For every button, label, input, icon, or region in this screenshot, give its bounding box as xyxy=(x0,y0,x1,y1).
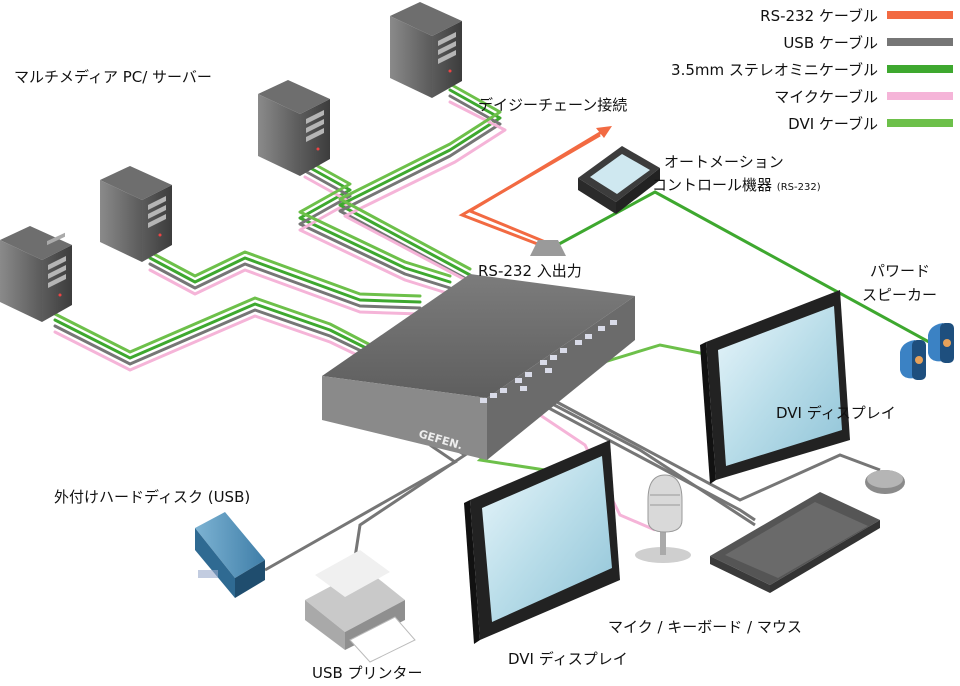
cable-pc3-dvi xyxy=(298,157,452,278)
cable-pc2-green xyxy=(148,256,422,304)
label-speaker-line1: パワード xyxy=(870,262,931,280)
mouse xyxy=(865,470,905,494)
cable-pc1-mic xyxy=(53,314,382,372)
label-automation: コントロール機器 (RS-232) xyxy=(652,176,821,197)
cable-pc2-mic xyxy=(148,268,422,316)
label-daisy-chain: デイジーチェーン接続 xyxy=(478,96,628,114)
cable-usb-kb xyxy=(514,388,756,522)
legend-item-stereo: 3.5mm ステレオミニケーブル xyxy=(640,56,960,82)
legend-label: 3.5mm ステレオミニケーブル xyxy=(671,61,878,79)
legend-item-usb: USB ケーブル xyxy=(640,29,960,55)
microphone xyxy=(635,474,691,563)
cable-automation xyxy=(547,190,941,350)
rs232-cables xyxy=(458,126,612,250)
usb-printer xyxy=(305,550,416,663)
label-rs232-io: RS-232 入出力 xyxy=(478,262,582,280)
cable-pc4-green xyxy=(338,88,502,277)
legend-swatch-mic xyxy=(887,92,953,100)
legend-label: マイクケーブル xyxy=(774,88,878,106)
cable-rs232-b xyxy=(466,128,606,248)
label-speaker-line2: スピーカー xyxy=(862,286,938,304)
pc-tower-2 xyxy=(100,166,172,262)
legend-item-rs232: RS-232 ケーブル xyxy=(640,2,960,28)
legend-item-dvi: DVI ケーブル xyxy=(640,110,960,136)
cable-pc4-dvi xyxy=(338,82,502,271)
label-pc-server: マルチメディア PC/ サーバー xyxy=(14,68,212,86)
cable-pc3-usb xyxy=(298,169,452,290)
cable-pc2-usb xyxy=(148,262,422,310)
cable-usb-hdd xyxy=(264,443,458,572)
legend-swatch-usb xyxy=(887,38,953,46)
label-automation-line1: オートメーション xyxy=(664,153,784,171)
cable-usb-kb2 xyxy=(519,385,756,527)
powered-speakers xyxy=(900,323,954,380)
cable-pc3-green xyxy=(298,163,452,284)
dvi-display-right xyxy=(700,290,850,484)
label-external-hdd: 外付けハードディスク (USB) xyxy=(54,488,251,506)
cable-pc1-dvi xyxy=(53,296,382,354)
keyboard xyxy=(710,492,880,593)
external-hdd xyxy=(195,512,265,598)
switch-buttons xyxy=(480,320,617,403)
pc-cables xyxy=(53,82,507,372)
label-automation-line2: コントロール機器 xyxy=(652,176,773,194)
legend-swatch-rs232 xyxy=(887,11,953,19)
legend-swatch-stereo xyxy=(887,65,953,73)
dvi-display-bottom xyxy=(464,440,620,644)
matrix-switch xyxy=(322,240,635,460)
label-dvi-display-right: DVI ディスプレイ xyxy=(776,404,896,422)
legend-label: RS-232 ケーブル xyxy=(760,7,878,25)
label-mic-kb-mouse: マイク / キーボード / マウス xyxy=(608,618,802,636)
cable-pc4-usb xyxy=(338,94,502,283)
legend-label: USB ケーブル xyxy=(783,34,878,52)
label-automation-note: (RS-232) xyxy=(776,182,821,193)
cable-pc1-green xyxy=(53,302,382,360)
legend-label: DVI ケーブル xyxy=(788,115,878,133)
legend-item-mic: マイクケーブル xyxy=(640,83,960,109)
label-usb-printer: USB プリンター xyxy=(312,664,423,682)
legend-swatch-dvi xyxy=(887,119,953,127)
pc-tower-4 xyxy=(390,2,462,98)
daisy-chain-arrow xyxy=(596,126,612,138)
automation-controller xyxy=(578,146,660,214)
pc-tower-3 xyxy=(258,80,330,176)
label-dvi-display-bottom: DVI ディスプレイ xyxy=(508,650,628,668)
pc-tower-1 xyxy=(0,226,72,322)
cable-rs232-a xyxy=(458,133,601,250)
cable-pc1-usb xyxy=(53,308,382,366)
cable-pc2-dvi xyxy=(148,250,422,298)
cable-usb-mouse xyxy=(524,383,881,502)
